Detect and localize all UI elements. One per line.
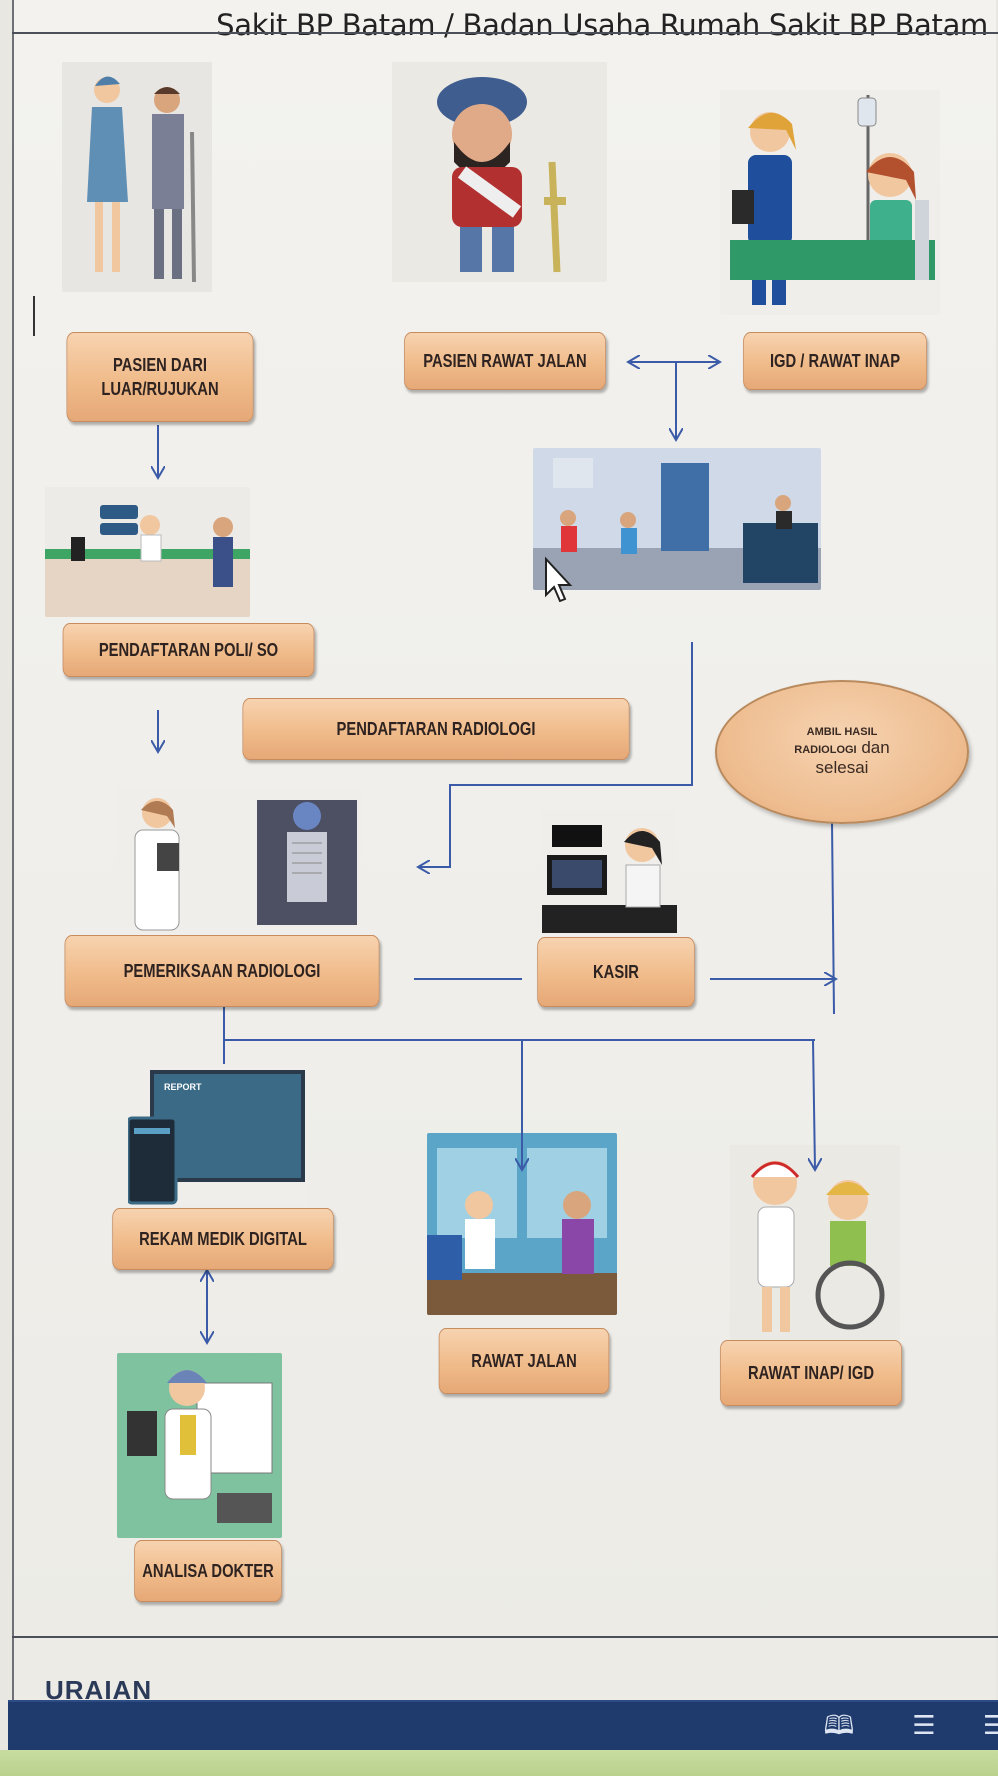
waiting-room-illustration (533, 448, 821, 590)
box-pendaftaran-poli: PENDAFTARAN POLI/ SO (62, 623, 315, 677)
box-pendaftaran-radiologi: PENDAFTARAN RADIOLOGI (242, 698, 630, 760)
page-header-title: Sakit BP Batam / Badan Usaha Rumah Sakit… (216, 8, 988, 42)
oval-ambil-hasil-radiologi: AMBIL HASIL RADIOLOGI dan selesai (715, 680, 969, 824)
box-analisa-dokter: ANALISA DOKTER (134, 1540, 282, 1602)
book-icon[interactable]: 🕮 (823, 1711, 855, 1741)
reader-toolbar: 🕮 ☰ ☰ (8, 1700, 998, 1752)
box-rawat-inap-igd: RAWAT INAP/ IGD (719, 1340, 903, 1406)
page-icon[interactable]: ☰ (983, 1712, 998, 1740)
header-rule (12, 32, 998, 34)
bottom-status-strip (0, 1750, 998, 1776)
registration-desk-illustration (45, 487, 250, 617)
section-rule (12, 1636, 998, 1638)
nurse-bedside-illustration (720, 90, 940, 315)
injured-patient-illustration (392, 62, 607, 282)
box-rawat-jalan: RAWAT JALAN (438, 1328, 610, 1394)
doctor-xray-illustration (117, 788, 362, 936)
oval-line-2: RADIOLOGI dan (794, 738, 890, 757)
oval-line-1: AMBIL HASIL (806, 726, 878, 738)
patients-walking-illustration (62, 62, 212, 292)
outpatient-consult-illustration (427, 1133, 617, 1315)
mouse-cursor-icon (545, 556, 573, 603)
doctor-analysis-illustration (117, 1353, 282, 1538)
box-kasir: KASIR (537, 937, 695, 1007)
digital-record-illustration: REPORT (128, 1070, 308, 1205)
page-list-icon[interactable]: ☰ (912, 1711, 936, 1741)
report-screen-label: REPORT (164, 1082, 202, 1092)
box-igd-rawat-inap: IGD / RAWAT INAP (743, 332, 927, 390)
inpatient-wheelchair-illustration (730, 1145, 900, 1340)
box-pasien-luar-rujukan: PASIEN DARI LUAR/RUJUKAN (66, 332, 254, 422)
oval-line-3: selesai (815, 758, 869, 777)
cashier-illustration (542, 810, 677, 935)
box-rekam-medik-digital: REKAM MEDIK DIGITAL (112, 1208, 334, 1270)
box-pasien-rawat-jalan: PASIEN RAWAT JALAN (404, 332, 606, 390)
box-pemeriksaan-radiologi: PEMERIKSAAN RADIOLOGI (64, 935, 380, 1007)
